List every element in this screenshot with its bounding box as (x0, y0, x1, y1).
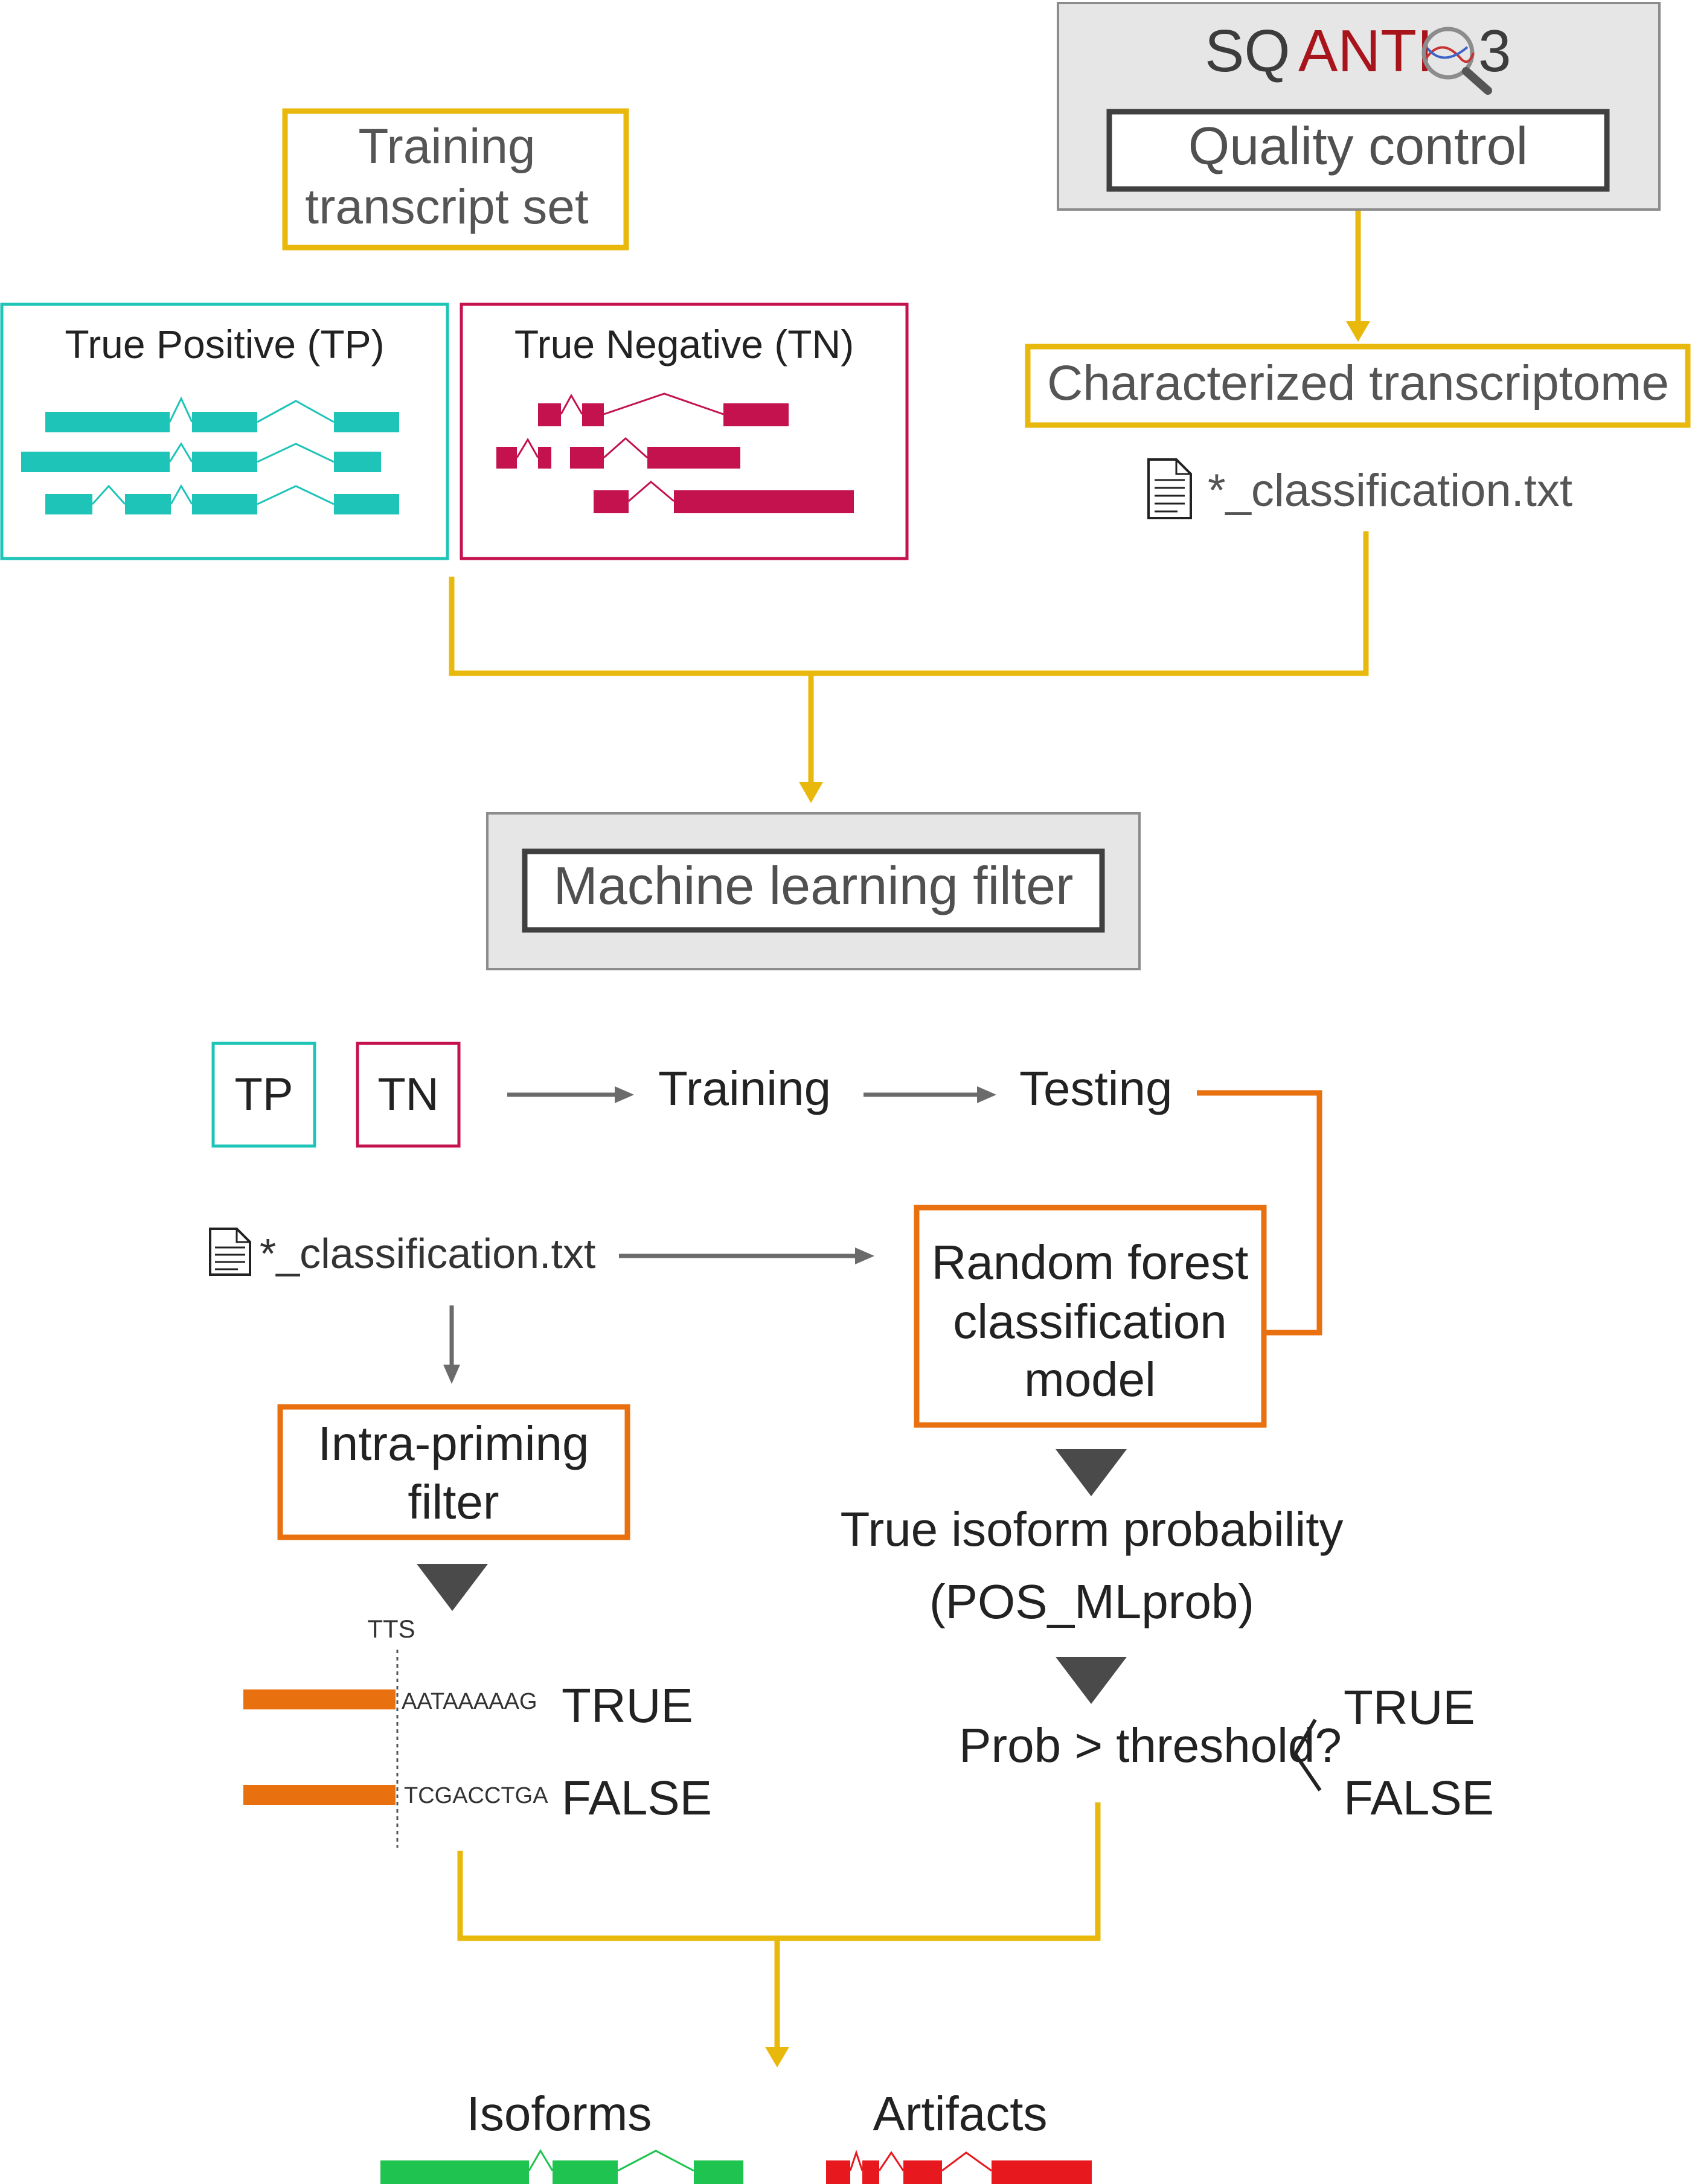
tn-box (460, 303, 909, 560)
merge-connector-bottom (457, 1802, 1101, 1941)
classification-file-ml: *_classification.txt (260, 1230, 595, 1277)
testing-label: Testing (1019, 1062, 1172, 1115)
sqanti-logo-prefix: SQ (1205, 18, 1290, 84)
isoform-transcript (380, 2149, 743, 2184)
intra-priming-box (277, 1404, 630, 1540)
true-negative-panel: True Negative (TN) (460, 303, 909, 560)
ml-filter-title: Machine learning filter (554, 856, 1074, 915)
document-icon-2 (209, 1228, 251, 1276)
ml-false-label: FALSE (1344, 1771, 1494, 1825)
characterized-transcriptome-label: Characterized transcriptome (1047, 356, 1669, 411)
training-label: Training (658, 1062, 831, 1115)
document-icon (1147, 458, 1192, 519)
training-set-box (282, 108, 629, 251)
prob-line1: True isoform probability (841, 1502, 1344, 1556)
quality-control-box (1106, 109, 1610, 192)
intrapriming-line1: Intra-priming (318, 1417, 589, 1470)
testing-to-model-connector (1197, 1090, 1322, 1336)
threshold-label: Prob > threshold? (959, 1718, 1342, 1772)
sqanti3-panel: SQ ANTI 3 Quality control (1057, 2, 1661, 211)
rf-line1: Random forest (932, 1235, 1249, 1289)
ip-false-label: FALSE (562, 1771, 712, 1825)
tn-transcript-models (496, 403, 854, 513)
tp-small-box (211, 1042, 316, 1148)
rf-line2: classification (953, 1295, 1227, 1348)
ml-true-label: TRUE (1344, 1680, 1475, 1734)
rf-line3: model (1024, 1353, 1156, 1406)
sqanti-logo-suffix: 3 (1478, 18, 1511, 84)
characterized-transcriptome-box (1025, 344, 1691, 428)
magnifier-icon (1421, 27, 1492, 95)
tn-small-box (356, 1042, 461, 1148)
isoforms-label: Isoforms (467, 2087, 652, 2141)
arrow-head (1346, 321, 1370, 342)
quality-control-label: Quality control (1188, 116, 1528, 176)
training-set-line2: transcript set (305, 179, 589, 234)
bracket-icon (1293, 1718, 1322, 1792)
artifacts-label: Artifacts (873, 2087, 1048, 2141)
seq-false: TCGACCTGA (404, 1783, 548, 1808)
seq-true: AATAAAAAG (402, 1689, 537, 1714)
ip-true-label: TRUE (562, 1679, 693, 1732)
intrapriming-true-bar (243, 1689, 396, 1709)
merge-connector-top (449, 531, 1369, 676)
tn-title: True Negative (TN) (514, 322, 854, 367)
classification-file-top: *_classification.txt (1208, 465, 1572, 516)
down-triangles (417, 1449, 1127, 1704)
tts-label: TTS (367, 1615, 415, 1643)
ml-filter-box (522, 848, 1105, 933)
intrapriming-line2: filter (408, 1475, 499, 1529)
true-positive-panel: True Positive (TP) (0, 303, 449, 560)
tp-small-label: TP (234, 1069, 293, 1120)
tn-small-label: TN (377, 1069, 438, 1120)
tp-title: True Positive (TP) (65, 322, 384, 367)
training-set-line1: Training (358, 119, 535, 174)
random-forest-box (914, 1205, 1267, 1428)
prob-line2: (POS_MLprob) (929, 1575, 1254, 1628)
tp-transcript-models (21, 412, 399, 514)
sqanti-logo-mid: ANTI (1298, 18, 1433, 84)
artifact-transcript (826, 2150, 1092, 2184)
gray-arrows (443, 1086, 996, 1384)
intrapriming-false-bar (243, 1785, 396, 1805)
